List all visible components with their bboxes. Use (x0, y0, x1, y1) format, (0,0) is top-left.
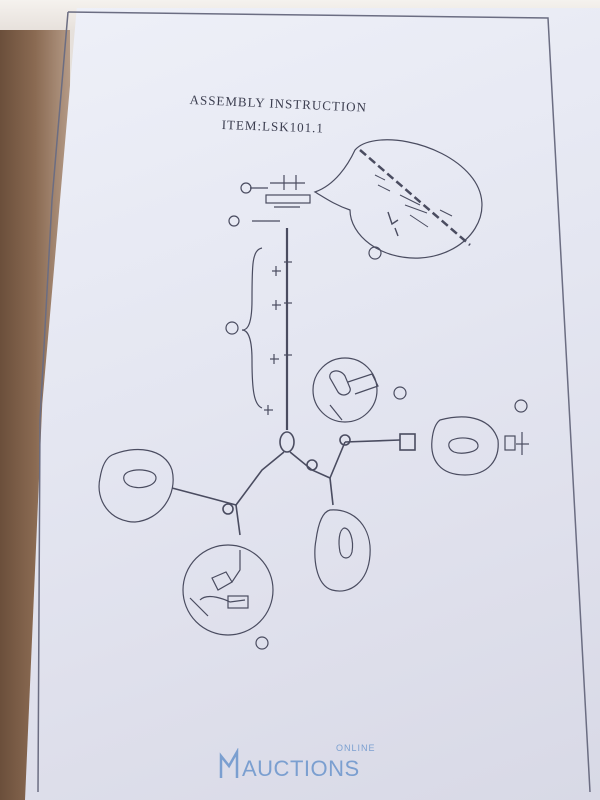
step-4-icon (240, 182, 252, 194)
canopy (250, 175, 311, 222)
watermark-brand: AUCTIONS (242, 756, 360, 781)
watermark: ONLINE AUCTIONS (218, 742, 398, 792)
bracket-3 (241, 247, 263, 409)
step-3-icon (225, 321, 239, 335)
instruction-sheet (25, 8, 600, 800)
glass-shade-left-hole (123, 469, 157, 489)
step-2-icon (255, 636, 269, 650)
detail-callout-2 (182, 544, 274, 636)
hanging-rod (264, 228, 292, 430)
printed-border-left (37, 11, 69, 793)
auction-logo-icon (219, 748, 239, 778)
bulb-part (504, 432, 529, 455)
glass-shade-left (98, 448, 174, 523)
watermark-online: ONLINE (336, 743, 376, 753)
printed-border (67, 11, 591, 793)
detail-callout-5 (313, 139, 483, 259)
glass-shade-right (431, 416, 499, 476)
glass-shade-bottom-hole (338, 527, 354, 559)
step-6-icon (228, 215, 240, 227)
glass-shade-bottom (314, 509, 371, 592)
step-1-icon (393, 386, 407, 400)
glass-shade-right-hole (448, 437, 479, 454)
step-5-icon (368, 246, 382, 260)
step-7-icon (514, 399, 528, 413)
detail-callout-1 (312, 357, 379, 423)
chandelier-frame (171, 431, 416, 536)
